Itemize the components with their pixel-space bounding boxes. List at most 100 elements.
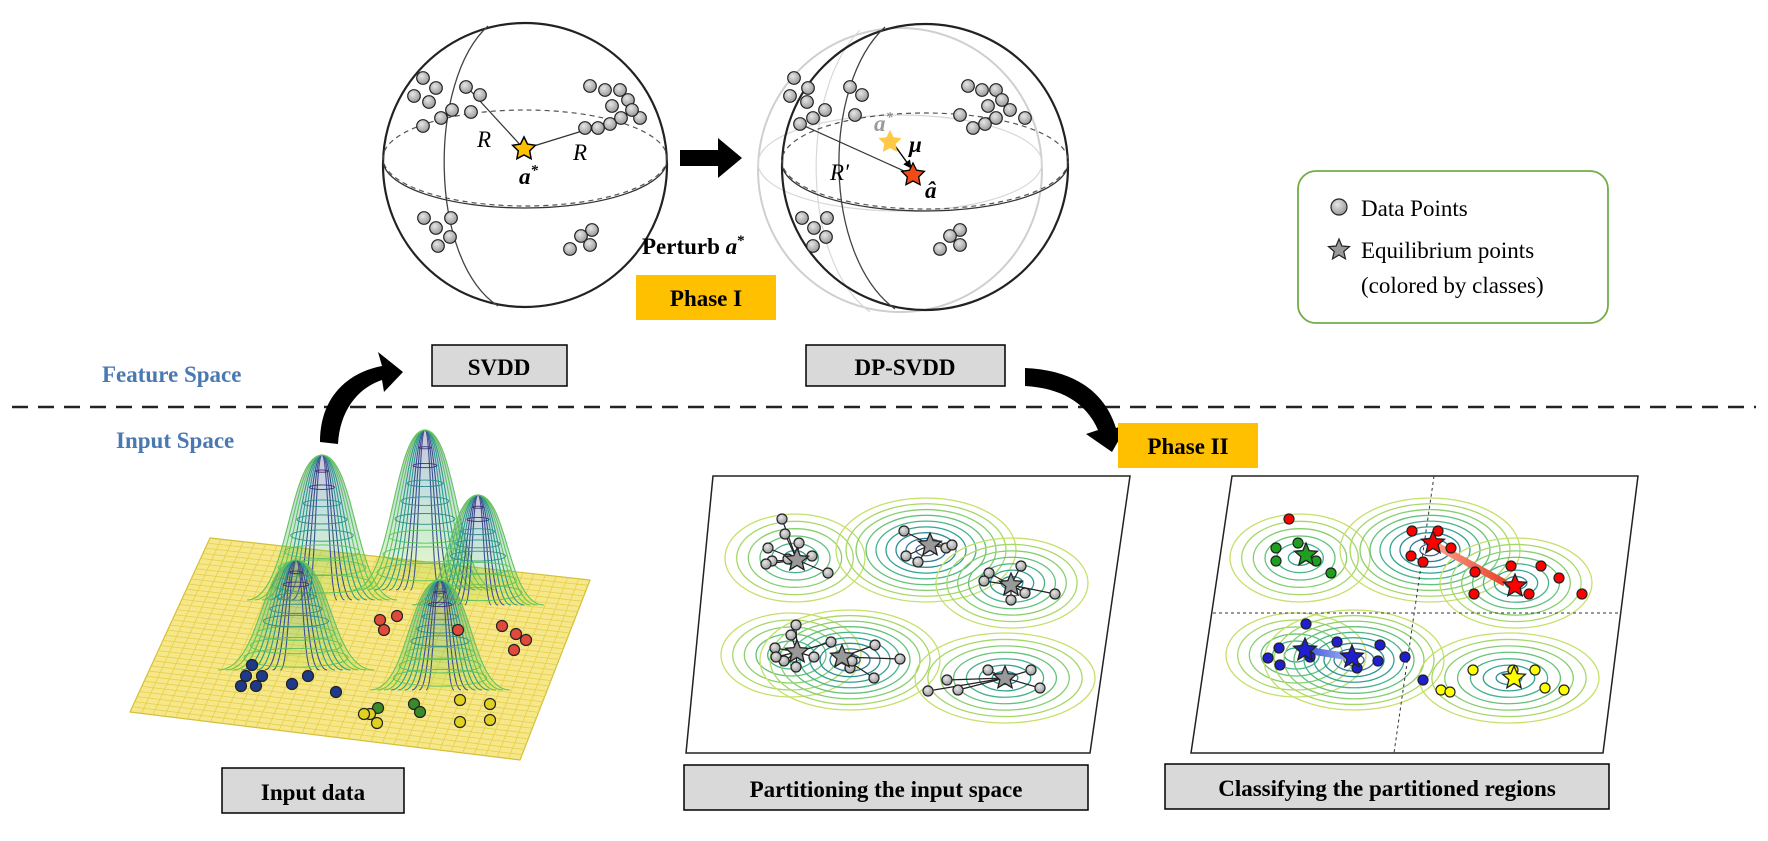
data-point — [779, 528, 791, 540]
surface-data-point — [371, 701, 385, 715]
flow-line — [946, 677, 1006, 681]
svdd-sphere — [381, 21, 669, 309]
class-data-point — [1468, 588, 1480, 600]
data-point — [795, 211, 809, 225]
perturb-label: Perturb a* — [642, 233, 745, 259]
class-data-point — [1283, 513, 1295, 525]
legend-equilibrium: Equilibrium points — [1361, 238, 1534, 263]
data-point — [790, 619, 802, 631]
radius-label-2: R — [572, 140, 587, 165]
mu-label: μ — [908, 132, 922, 157]
curved-arrow-to-phase2 — [1025, 368, 1128, 452]
phase2-label: Phase II — [1147, 434, 1228, 459]
input-data-surface — [129, 429, 591, 761]
data-point — [422, 95, 436, 109]
data-point — [995, 93, 1009, 107]
legend-colored-by: (colored by classes) — [1361, 273, 1544, 298]
center-star-a — [511, 135, 537, 161]
class-data-point — [1372, 655, 1384, 667]
data-point — [975, 83, 989, 97]
flow-line — [957, 677, 1006, 691]
equilibrium-star-blue — [1291, 636, 1319, 662]
class-data-point — [1529, 664, 1541, 676]
data-point — [783, 89, 797, 103]
data-point — [563, 242, 577, 256]
data-point — [762, 542, 774, 554]
data-point — [806, 239, 820, 253]
equilibrium-star-red — [1419, 529, 1447, 555]
equilibrium-star — [916, 531, 944, 557]
data-point — [431, 239, 445, 253]
data-point — [443, 230, 457, 244]
surface-data-point — [507, 643, 521, 657]
data-point — [605, 99, 619, 113]
data-point — [952, 684, 964, 696]
class-data-point — [1553, 572, 1565, 584]
class-data-point — [1417, 556, 1429, 568]
data-point — [978, 117, 992, 131]
data-point — [464, 105, 478, 119]
surface-data-point — [453, 715, 467, 729]
class-data-point — [1535, 560, 1547, 572]
data-point — [787, 71, 801, 85]
data-point — [1025, 664, 1037, 676]
data-point — [1003, 103, 1017, 117]
class-data-point — [1467, 664, 1479, 676]
data-point — [848, 108, 862, 122]
contour-cluster-2 — [1339, 497, 1521, 603]
data-point — [583, 79, 597, 93]
data-point — [603, 117, 617, 131]
legend-point-icon — [1330, 198, 1348, 216]
meridian — [443, 25, 499, 307]
data-point — [614, 111, 628, 125]
surface-data-point — [483, 713, 497, 727]
data-point — [793, 537, 805, 549]
class-data-point — [1270, 555, 1282, 567]
data-point — [912, 556, 924, 568]
data-point — [793, 117, 807, 131]
class-data-point — [1273, 642, 1285, 654]
data-point — [417, 211, 431, 225]
gaussian-peak-4 — [217, 559, 375, 671]
surface-data-point — [453, 693, 467, 707]
class-data-point — [1292, 537, 1304, 549]
surface-data-point — [234, 679, 248, 693]
surface-data-point — [377, 623, 391, 637]
surface-data-point — [329, 685, 343, 699]
contour-cluster-5 — [1263, 609, 1445, 711]
data-point — [855, 88, 869, 102]
contour-cluster-3 — [1439, 537, 1593, 629]
class-data-point — [1325, 567, 1337, 579]
data-point — [585, 223, 599, 237]
data-point — [868, 672, 880, 684]
data-point — [1019, 587, 1031, 599]
data-point — [941, 674, 953, 686]
phase1-arrow — [680, 138, 742, 178]
data-point — [943, 229, 957, 243]
class-data-point — [1262, 652, 1274, 664]
class-data-point — [1406, 525, 1418, 537]
partitioning-box — [683, 764, 1089, 811]
equilibrium-star — [828, 643, 856, 669]
data-point — [825, 636, 837, 648]
feature-space-label: Feature Space — [102, 362, 241, 387]
data-point — [591, 121, 605, 135]
data-point — [598, 83, 612, 97]
data-point — [822, 567, 834, 579]
class-data-point — [1300, 618, 1312, 630]
data-point — [790, 661, 802, 673]
data-point — [953, 108, 967, 122]
equilibrium-star-green — [1292, 541, 1320, 567]
contour-cluster-2 — [835, 497, 1017, 603]
data-point — [1018, 111, 1032, 125]
class-data-point — [1274, 659, 1286, 671]
data-point — [818, 103, 832, 117]
a-hat-label: â — [925, 178, 937, 203]
phase1-label: Phase I — [670, 286, 742, 311]
classifying-panel — [1190, 475, 1639, 754]
svdd-label: SVDD — [468, 355, 531, 380]
data-point — [574, 229, 588, 243]
data-point — [583, 238, 597, 252]
